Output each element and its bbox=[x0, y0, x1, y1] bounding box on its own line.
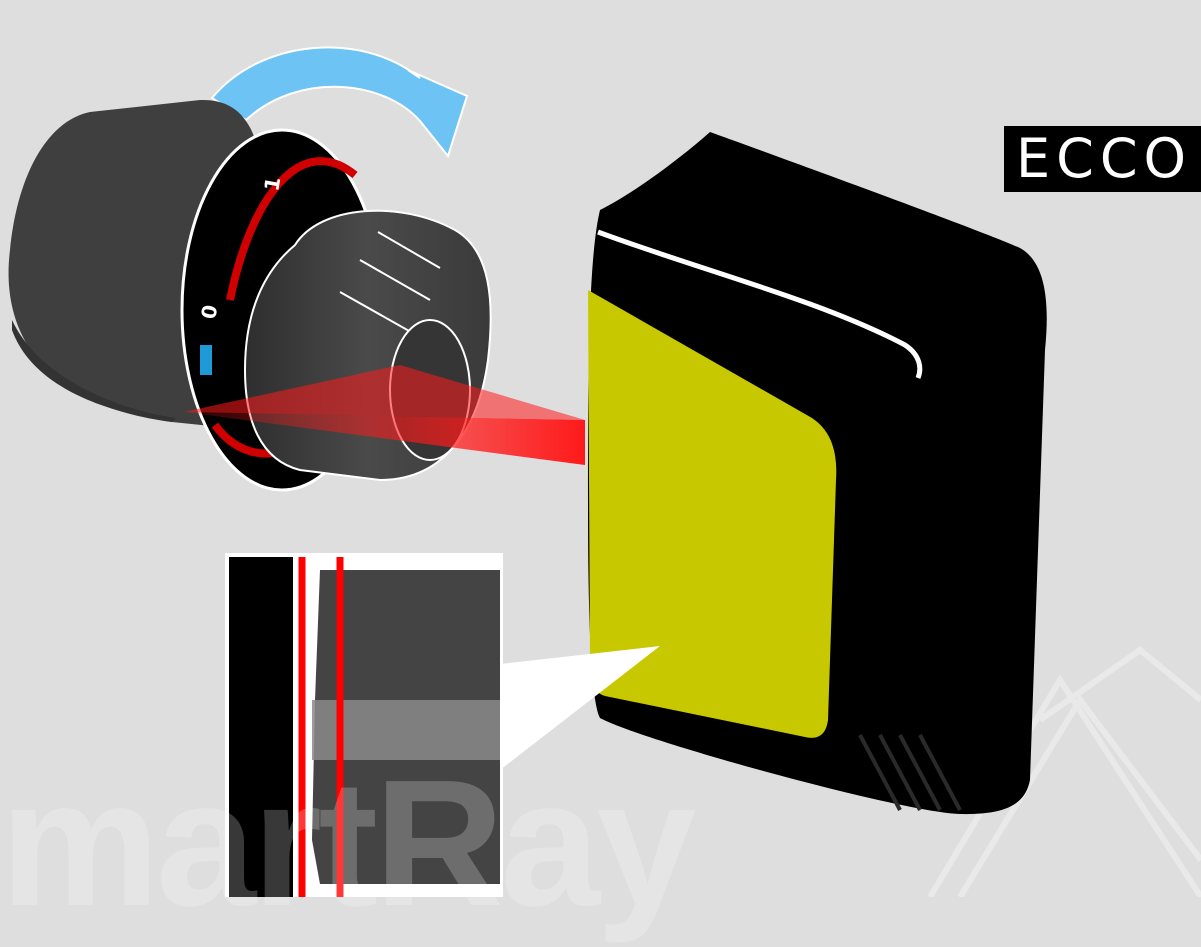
detail-inset bbox=[225, 553, 503, 897]
brand-logo: ECCO bbox=[1004, 126, 1201, 192]
smartray-sensor bbox=[588, 132, 1047, 814]
brand-name: ECCO bbox=[1004, 126, 1201, 192]
